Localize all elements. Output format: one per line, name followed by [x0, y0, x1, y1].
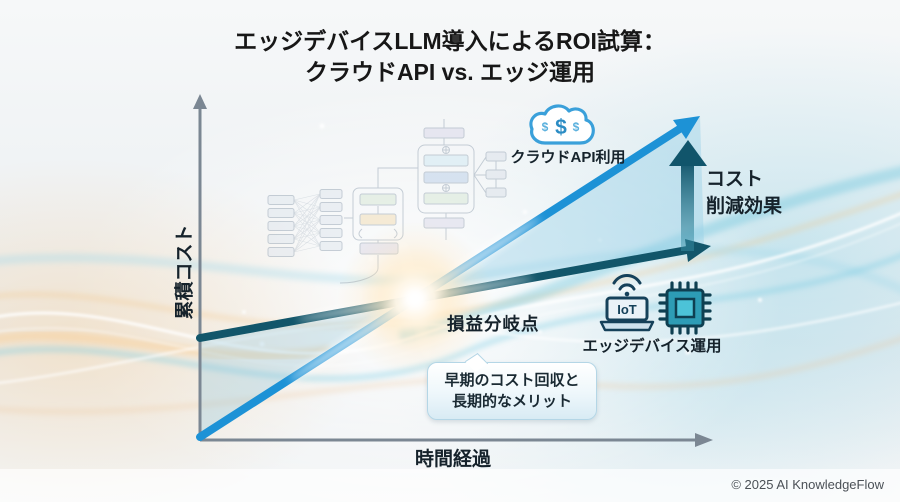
cloud-line-label: クラウドAPI利用 — [510, 149, 626, 166]
page-title: エッジデバイスLLM導入によるROI試算： クラウドAPI vs. エッジ運用 — [0, 26, 900, 88]
callout-line-2: 長期的なメリット — [451, 393, 572, 410]
x-axis-label: 時間経過 — [414, 449, 491, 470]
title-line-2: クラウドAPI vs. エッジ運用 — [304, 59, 596, 85]
cost-reduction-arrow — [669, 140, 707, 251]
callout-line-1: 早期のコスト回収と — [444, 372, 580, 389]
microchip-icon — [658, 281, 712, 335]
axes — [193, 94, 713, 447]
dollar-sign-main: $ — [555, 116, 567, 139]
cost-reduction-line-1: コスト — [706, 169, 764, 190]
cost-reduction-line-2: 削減効果 — [706, 196, 783, 217]
wifi-icon — [612, 273, 642, 297]
benefit-callout: 早期のコスト回収と 長期的なメリット — [427, 362, 597, 420]
edge-line-label: エッジデバイス運用 — [582, 338, 722, 355]
cost-reduction-label: コスト 削減効果 — [706, 166, 782, 220]
y-axis-label: 累積コスト — [174, 224, 196, 320]
footer-bar — [0, 469, 900, 502]
title-line-1: エッジデバイスLLM導入によるROI試算： — [234, 28, 666, 54]
copyright-text: © 2025 AI KnowledgeFlow — [731, 477, 884, 492]
break-even-burst — [289, 217, 541, 381]
break-even-label: 損益分岐点 — [447, 314, 540, 334]
iot-device-icon: IoT — [598, 266, 660, 336]
iot-screen-text: IoT — [617, 302, 637, 317]
cloud-dollar-icon: $ $ $ — [524, 100, 608, 150]
dollar-sign-left: $ — [542, 120, 549, 134]
dollar-sign-right: $ — [573, 120, 580, 134]
